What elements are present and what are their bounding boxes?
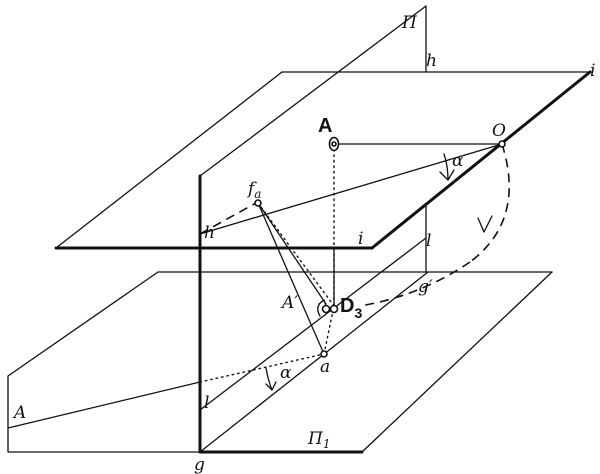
line-fa-hidden: [199, 202, 257, 235]
label-D3: D3: [340, 295, 362, 321]
label-point-O: O: [492, 121, 506, 141]
label-plane-pi-1: Π1: [307, 429, 330, 451]
arc-O-D3: [359, 261, 471, 307]
label-plane-pi: Π: [401, 13, 418, 33]
label-l-lower: l: [204, 393, 209, 413]
label-h-mid: h: [204, 223, 215, 243]
point-a-marker: [320, 350, 328, 358]
line-fa-D3: [257, 202, 335, 307]
line-l: [199, 237, 427, 411]
point-O-marker: [498, 140, 506, 148]
line-fa-A-prime: [257, 202, 327, 305]
point-A-inner: [331, 141, 337, 147]
label-point-A: A: [318, 115, 332, 137]
arrow-alpha-lower: [265, 381, 277, 391]
arc-alpha-top: [443, 153, 449, 181]
label-i-top: i: [590, 61, 595, 81]
line-fa-a: [257, 202, 325, 355]
points: [254, 136, 506, 358]
plane-pi-1: [7, 271, 553, 454]
construction: [7, 143, 510, 429]
label-l-mid: l: [426, 231, 431, 251]
arrow-rotation: [477, 215, 493, 233]
label-alpha-lower: α: [280, 363, 292, 383]
arrow-alpha-top: [439, 169, 455, 181]
label-A-left: A: [12, 403, 26, 423]
arrow-A-prime: [318, 299, 327, 307]
label-fa: fa: [246, 179, 261, 201]
label-i-mid: i: [358, 229, 363, 249]
label-g-prime: g′: [418, 277, 433, 297]
point-D3-left: [321, 304, 331, 314]
plane-pi-1-back-edges: [7, 271, 429, 453]
arc-O-rotation: [469, 143, 510, 263]
line-g-trace: [199, 271, 429, 453]
plane-upper-left-edge: [55, 71, 283, 249]
label-h-top: h: [426, 51, 437, 71]
plane-pi-top-edge: [199, 5, 427, 177]
line-fa-O: [199, 143, 503, 235]
label-a-lower: a: [320, 357, 330, 377]
plane-upper-right-edge: [370, 70, 592, 250]
line-A-hidden: [199, 353, 325, 383]
label-alpha-top: α: [452, 151, 464, 171]
plane-pi: [198, 5, 429, 454]
label-g-bottom: g: [194, 455, 205, 474]
arc-alpha-lower: [265, 367, 273, 391]
label-A-prime: A′: [280, 293, 298, 313]
line-A-trace: [7, 381, 201, 429]
point-D3-right: [329, 304, 339, 314]
plane-pi-1-right-edge: [361, 271, 553, 453]
labels: Π h i A O α fa h i l g′ A′ D3 a α A l Π1…: [12, 13, 595, 474]
point-fa-marker: [254, 199, 262, 207]
plane-upper: [54, 70, 592, 250]
